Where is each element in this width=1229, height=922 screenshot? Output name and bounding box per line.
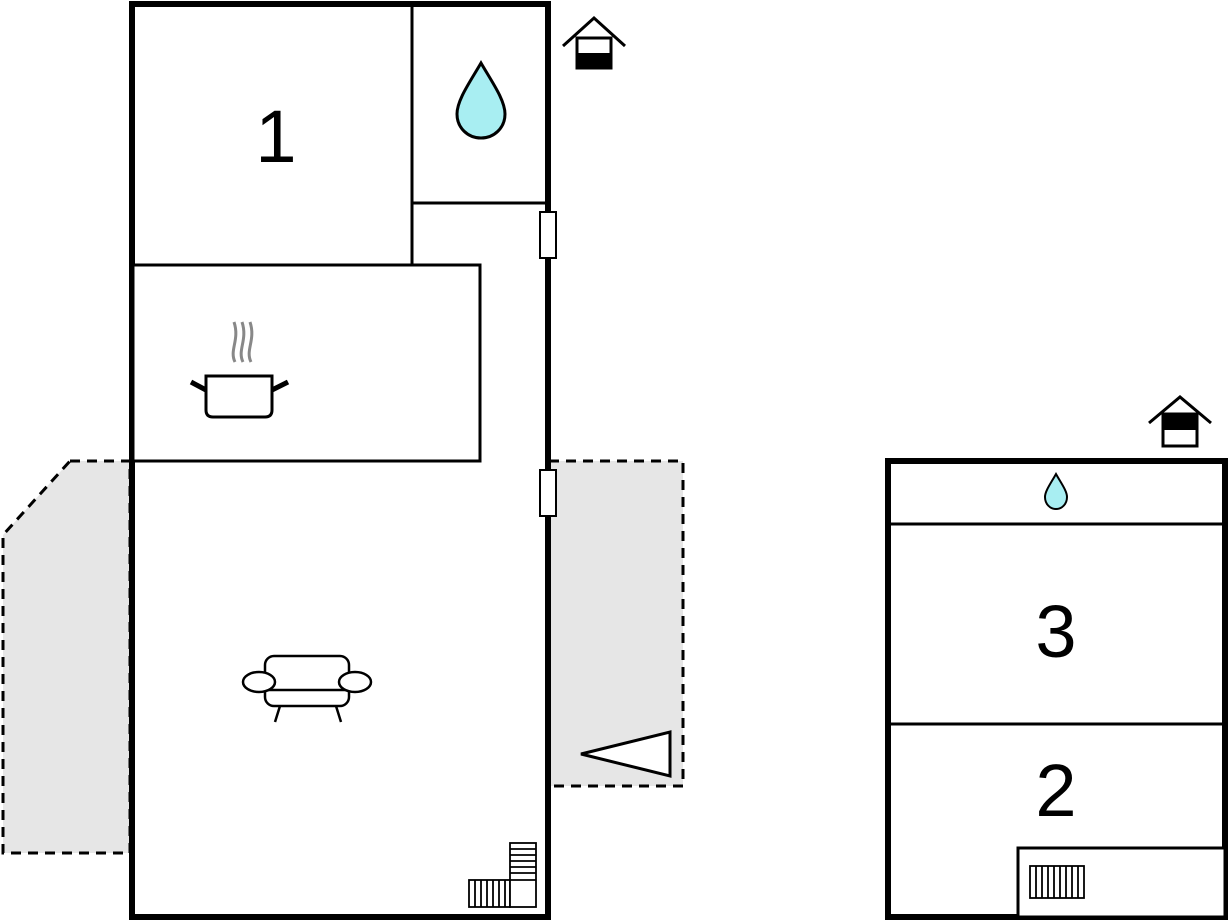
house-floor-icon-upper <box>1148 395 1212 448</box>
terrace-right <box>549 459 685 788</box>
stairs-icon <box>468 842 537 908</box>
room-label-1: 1 <box>255 95 296 178</box>
upper-floor: 3 2 <box>885 395 1228 920</box>
house-floor-icon-ground <box>561 15 627 70</box>
cooking-pot-icon <box>189 321 290 419</box>
window <box>539 469 557 517</box>
water-drop-icon <box>455 60 507 140</box>
upper-floor-outer-wall <box>885 458 1228 920</box>
room-label-3: 3 <box>1035 590 1076 673</box>
room-label-2: 2 <box>1035 749 1076 832</box>
water-drop-icon <box>1043 471 1069 511</box>
stairs-icon <box>1029 865 1085 899</box>
sofa-icon <box>241 654 373 723</box>
window <box>539 211 557 259</box>
ground-floor: 1 <box>1 1 685 920</box>
entrance-triangle-icon <box>580 730 672 778</box>
room-kitchen <box>131 263 482 463</box>
terrace-left <box>1 459 132 855</box>
